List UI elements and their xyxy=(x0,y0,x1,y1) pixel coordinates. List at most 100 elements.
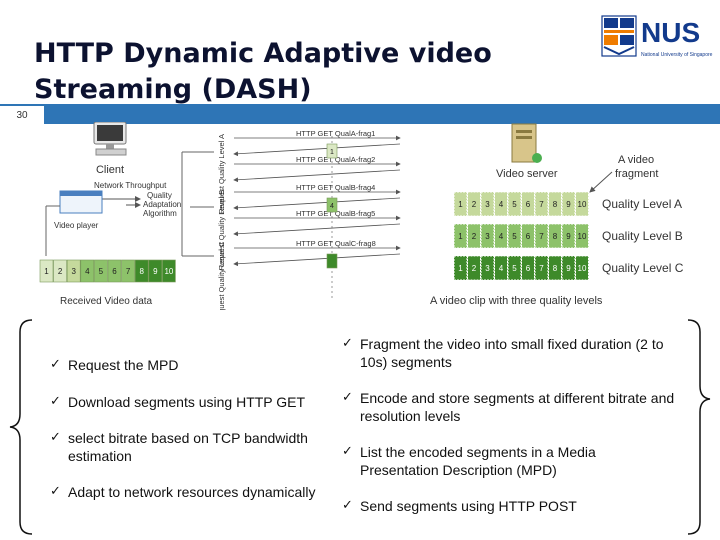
vertical-labels: Request Quality Level A Request Quality … xyxy=(217,134,226,310)
video-player-label: Video player xyxy=(54,221,99,230)
received-segment-label-9: 9 xyxy=(153,267,158,276)
quality-2-segment-10 xyxy=(575,223,589,249)
transfer-segment-1 xyxy=(326,143,338,159)
quality-2-segment-label-6: 6 xyxy=(526,232,531,241)
bullet-select-bitrate: select bitrate based on TCP bandwidth es… xyxy=(50,429,340,465)
quality-level-label-2: Quality Level B xyxy=(602,229,683,243)
transfer-segment-label-2: 4 xyxy=(330,203,334,210)
quality-2-segment-label-2: 2 xyxy=(472,232,477,241)
fragment-label-1: A video xyxy=(618,154,654,166)
quality-1-segment-label-8: 8 xyxy=(553,200,558,209)
received-segment-label-7: 7 xyxy=(126,267,131,276)
quality-level-label-3: Quality Level C xyxy=(602,261,684,275)
logo-text: NUS xyxy=(641,17,700,48)
quality-1-segment-label-5: 5 xyxy=(512,200,517,209)
request-label-5: HTTP GET QualC-frag8 xyxy=(296,239,376,248)
quality-1-segment-label-6: 6 xyxy=(526,200,531,209)
response-arrow-2 xyxy=(233,169,401,183)
crest-icon xyxy=(601,15,637,57)
quality-2-segment-label-7: 7 xyxy=(539,232,544,241)
received-segment-1 xyxy=(39,259,54,283)
quality-1-segment-label-7: 7 xyxy=(539,200,544,209)
received-segment-4 xyxy=(80,259,95,283)
quality-3-segment-label-5: 5 xyxy=(512,264,517,273)
slide-title: HTTP Dynamic Adaptive video Streaming (D… xyxy=(34,38,492,105)
received-segment-6 xyxy=(107,259,122,283)
left-brace xyxy=(9,319,33,535)
video-server-icon xyxy=(511,123,542,163)
slide-number: 30 xyxy=(0,104,44,126)
vertical-label-b: Request Quality Level B xyxy=(217,190,226,270)
received-segment-label-2: 2 xyxy=(58,267,63,276)
quality-1-segment-10 xyxy=(575,191,589,217)
throughput-label: Network Throughput xyxy=(94,181,167,190)
clip-label: A video clip with three quality levels xyxy=(430,295,603,307)
server-label: Video server xyxy=(496,168,558,180)
received-segment-9 xyxy=(148,259,163,283)
received-segment-label-4: 4 xyxy=(85,267,90,276)
vertical-label-a: Request Quality Level A xyxy=(217,134,226,214)
nus-logo: NUS National University of Singapore xyxy=(601,15,713,58)
response-arrow-3 xyxy=(233,197,401,211)
received-segment-label-5: 5 xyxy=(99,267,104,276)
received-segment-2 xyxy=(53,259,67,283)
quality-3-segment-label-4: 4 xyxy=(499,264,504,273)
received-segment-label-6: 6 xyxy=(112,267,117,276)
received-segment-label-8: 8 xyxy=(139,267,144,276)
bullet-adapt-network: Adapt to network resources dynamically xyxy=(50,483,350,501)
quality-1-segment-label-9: 9 xyxy=(566,200,571,209)
quality-1-segment-label-1: 1 xyxy=(458,200,463,209)
quality-2-segment-label-4: 4 xyxy=(499,232,504,241)
quality-3-segment-label-6: 6 xyxy=(526,264,531,273)
received-segment-label-1: 1 xyxy=(44,267,49,276)
response-arrow-4 xyxy=(233,223,401,237)
quality-3-segment-10 xyxy=(575,255,589,281)
quality-level-label-1: Quality Level A xyxy=(602,197,682,211)
quality-3-segment-label-8: 8 xyxy=(553,264,558,273)
transfer-segment-3 xyxy=(326,253,338,269)
received-segment-7 xyxy=(121,259,135,283)
quality-3-segment-label-7: 7 xyxy=(539,264,544,273)
right-brace xyxy=(687,319,711,535)
received-segment-10 xyxy=(162,259,176,283)
adaptation-label-1: Quality xyxy=(147,191,172,200)
quality-2-segment-label-10: 10 xyxy=(578,232,587,241)
client-label: Client xyxy=(96,164,124,176)
quality-2-segment-label-1: 1 xyxy=(458,232,463,241)
adaptation-label-2: Adaptation xyxy=(143,200,181,209)
request-label-3: HTTP GET QualB-frag4 xyxy=(296,183,375,192)
received-segment-8 xyxy=(134,259,149,283)
received-segment-3 xyxy=(66,259,81,283)
dash-diagram: Client Network Throughput Quality Adapta… xyxy=(39,122,684,310)
bullet-list-segments: List the encoded segments in a Media Pre… xyxy=(342,443,652,479)
transfer-segment-2 xyxy=(326,197,338,213)
quality-3-segment-label-9: 9 xyxy=(566,264,571,273)
received-label: Received Video data xyxy=(60,296,153,307)
fragment-label-2: fragment xyxy=(615,168,658,180)
quality-2-segment-label-9: 9 xyxy=(566,232,571,241)
bullet-fragment-video: Fragment the video into small fixed dura… xyxy=(342,335,692,371)
bullet-request-mpd: Request the MPD xyxy=(50,356,330,374)
quality-2-segment-label-3: 3 xyxy=(485,232,490,241)
bullet-download-segments: Download segments using HTTP GET xyxy=(50,393,340,411)
logo-subtitle: National University of Singapore xyxy=(641,52,713,58)
response-arrow-5 xyxy=(233,253,401,267)
quality-3-segment-label-3: 3 xyxy=(485,264,490,273)
transfer-segment-label-1: 1 xyxy=(330,149,334,156)
bullet-encode-segments: Encode and store segments at different b… xyxy=(342,389,682,425)
quality-3-segment-label-1: 1 xyxy=(458,264,463,273)
quality-3-segment-label-2: 2 xyxy=(472,264,477,273)
request-label-1: HTTP GET QualA-frag1 xyxy=(296,129,375,138)
bullet-send-segments: Send segments using HTTP POST xyxy=(342,497,642,515)
received-segment-label-3: 3 xyxy=(71,267,76,276)
vertical-label-c: Request Quality Level C xyxy=(217,241,226,310)
quality-1-segment-label-3: 3 xyxy=(485,200,490,209)
received-segment-5 xyxy=(94,259,108,283)
request-label-2: HTTP GET QualA-frag2 xyxy=(296,155,375,164)
received-segment-label-10: 10 xyxy=(164,267,173,276)
quality-1-segment-label-2: 2 xyxy=(472,200,477,209)
response-arrow-1 xyxy=(233,143,401,157)
request-label-4: HTTP GET QualB-frag5 xyxy=(296,209,375,218)
